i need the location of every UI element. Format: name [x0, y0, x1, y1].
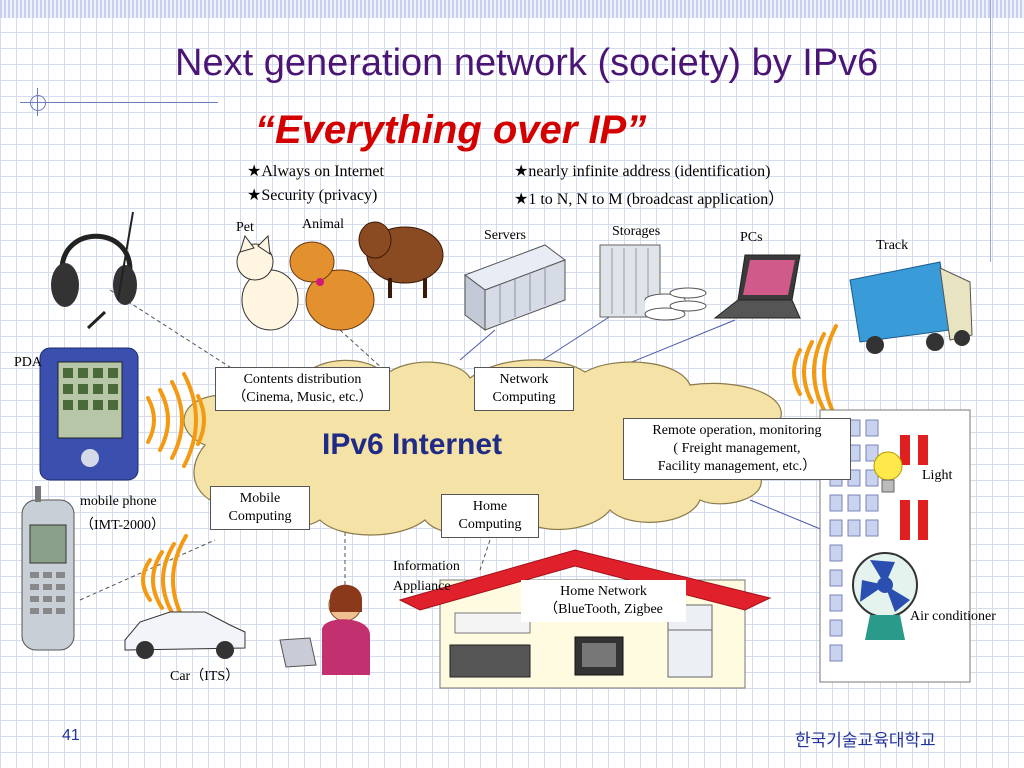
decor-cross [37, 88, 38, 116]
person-illustration [279, 584, 370, 675]
box-line: Computing [228, 509, 292, 524]
bullet-always-on: ★Always on Internet [247, 163, 384, 180]
cat-illustration [236, 234, 299, 331]
box-line: Computing [458, 517, 522, 532]
box-line: ( Freight management, [673, 441, 801, 456]
pc-illustration [713, 254, 801, 319]
box-line: Computing [492, 390, 556, 405]
title-underline [20, 102, 218, 103]
dog-illustration [289, 241, 375, 331]
light-label: Light [922, 468, 953, 483]
mobile-computing-box: Mobile Computing [210, 486, 310, 530]
home-network-box: Home Network （BlueTooth, Zigbee [521, 580, 686, 622]
remote-operation-box: Remote operation, monitoring ( Freight m… [623, 418, 851, 480]
box-line: （BlueTooth, Zigbee [544, 602, 663, 617]
box-line: Contents distribution [243, 372, 362, 387]
slide-subtitle: “Everything over IP” [255, 108, 647, 152]
pda-label: PDA [14, 355, 43, 370]
slide-title: Next generation network (society) by IPv… [175, 42, 879, 84]
bullet-broadcast: ★1 to N, N to M (broadcast application） [514, 191, 785, 208]
box-line: Home [472, 499, 508, 514]
house-illustration [398, 549, 772, 689]
box-line: （Cinema, Music, etc.） [232, 390, 373, 405]
header-rule [990, 0, 991, 262]
storages-label: Storages [612, 224, 661, 239]
pda-illustration [39, 347, 139, 481]
box-line: Network [499, 372, 549, 387]
bullet-address: ★nearly infinite address (identification… [514, 163, 771, 180]
box-line: Facility management, etc.） [657, 459, 817, 474]
box-line: Home Network [560, 584, 647, 599]
cow-illustration [358, 221, 444, 298]
signal-waves [141, 324, 838, 626]
mobile-phone-illustration [21, 486, 75, 651]
light-bulb-illustration [873, 451, 903, 493]
mobile-phone-label: mobile phone [80, 494, 157, 509]
mobile-phone-sublabel: （IMT-2000） [80, 518, 166, 533]
home-computing-box: Home Computing [441, 494, 539, 538]
air-conditioner-label: Air conditioner [910, 609, 996, 624]
storages-illustration [599, 244, 707, 321]
track-label: Track [876, 238, 909, 253]
car-illustration [124, 611, 246, 659]
pcs-label: PCs [740, 230, 763, 245]
box-line: Mobile [239, 491, 281, 506]
page-number: 41 [62, 727, 80, 744]
organization-name: 한국기술교육대학교 [795, 731, 936, 750]
information-appliance-sublabel: Appliance [393, 579, 451, 594]
contents-distribution-box: Contents distribution （Cinema, Music, et… [215, 367, 390, 411]
servers-illustration [463, 244, 567, 331]
pet-label: Pet [236, 220, 254, 235]
servers-label: Servers [484, 228, 526, 243]
network-computing-box: Network Computing [474, 367, 574, 411]
box-line: Remote operation, monitoring [652, 423, 822, 438]
headset-illustration [51, 211, 137, 330]
animal-label: Animal [302, 217, 344, 232]
dashed-links [79, 289, 491, 601]
car-label: Car（ITS） [170, 669, 240, 684]
truck-illustration [849, 261, 973, 354]
information-appliance-label: Information [393, 559, 460, 574]
header-band [0, 0, 1024, 18]
ipv6-internet-label: IPv6 Internet [322, 428, 503, 461]
decor-circle [30, 95, 46, 111]
fan-illustration [852, 552, 918, 640]
bullet-security: ★Security (privacy) [247, 187, 378, 204]
